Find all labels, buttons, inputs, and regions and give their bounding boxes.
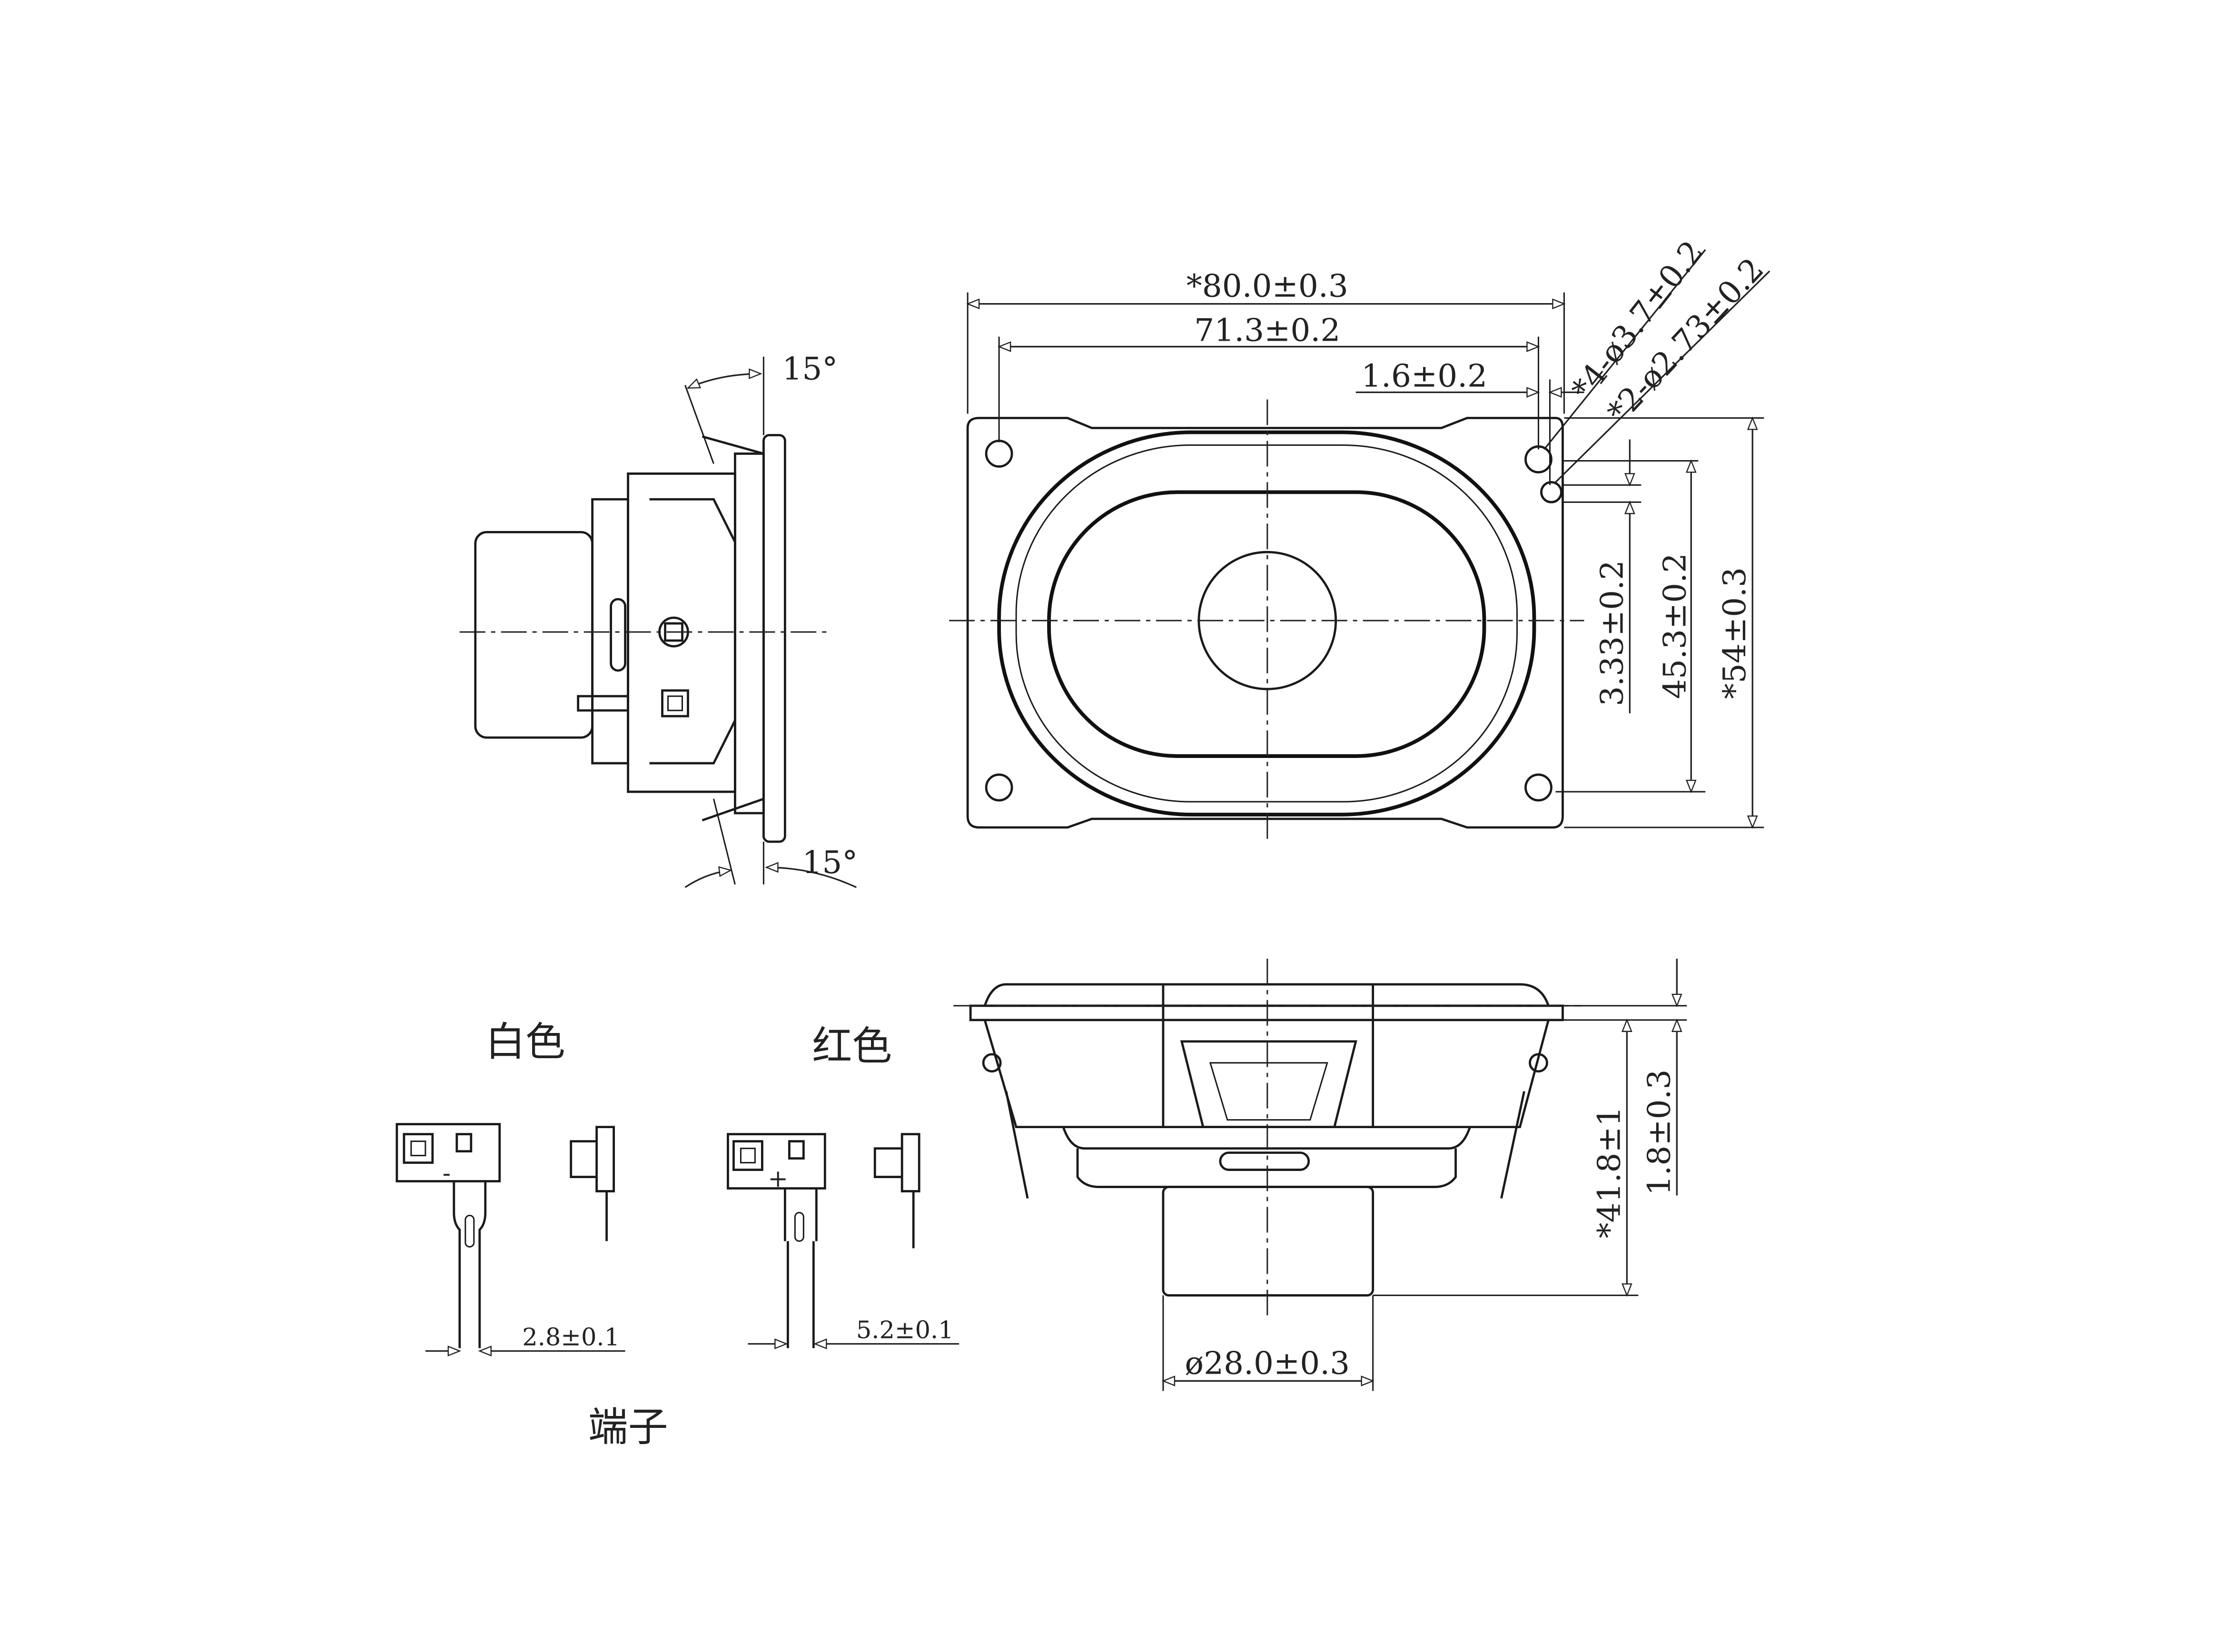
mount-hole [1524,773,1552,802]
terminal-hole [1540,481,1562,503]
terminal-caption: 端子 [588,1404,668,1450]
bottom-view: 1.8±0.3 *41.8±1 ø28.0±0.3 [953,958,1687,1391]
dim-hole-offset: 1.6±0.2 [1361,358,1487,394]
magnet [474,531,594,739]
angle-bottom: 15° [802,844,858,881]
red-terminal-width: 5.2±0.1 [856,1316,954,1344]
terminals: 白色 红色 - 2.8±0.1 + 5 [396,1019,959,1450]
mount-hole [985,440,1013,468]
dim-hole-pitch-y: 45.3±0.2 [1656,553,1693,699]
angle-top: 15° [782,351,838,387]
mount-hole [1524,445,1552,473]
plus-sign: + [768,1165,788,1193]
minus-sign: - [443,1160,451,1188]
dim-flange: 1.8±0.3 [1641,1070,1677,1196]
white-terminal-width: 2.8±0.1 [522,1323,620,1351]
red-terminal: + 5.2±0.1 [727,1133,959,1349]
dim-hole-pitch-x: 71.3±0.2 [1194,312,1340,349]
dim-small-offset: 3.33±0.2 [1593,560,1630,706]
dim-magnet-dia: ø28.0±0.3 [1185,1345,1350,1381]
dim-height: *54±0.3 [1716,567,1753,699]
white-terminal: - 2.8±0.1 [396,1123,625,1357]
side-view: 15° 15° [459,351,858,888]
red-terminal-label: 红色 [812,1023,892,1070]
dim-width: *80.0±0.3 [1187,268,1348,305]
mount-hole [985,773,1013,802]
front-view: *80.0±0.3 71.3±0.2 1.6±0.2 *4-ø3.7±0.2 *… [949,234,1771,845]
white-terminal-label: 白色 [485,1019,565,1065]
dim-depth: *41.8±1 [1591,1106,1627,1238]
